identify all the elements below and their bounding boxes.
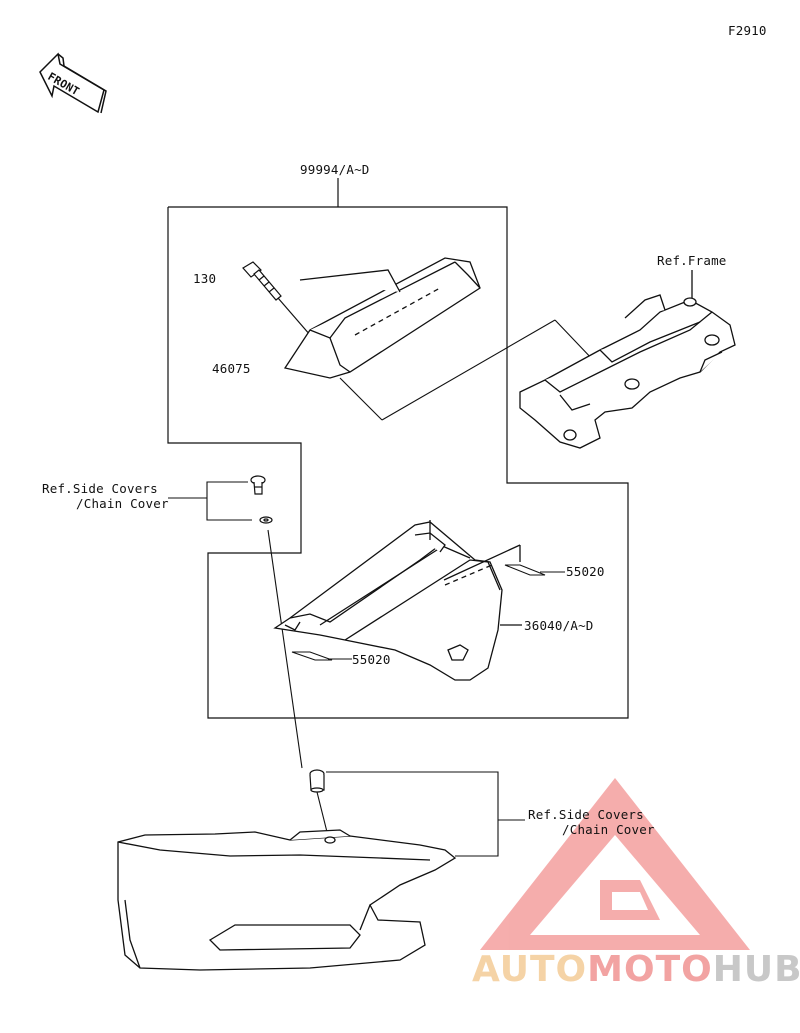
cover-to-frame-leader (339, 319, 596, 421)
label-bolt: 130 (193, 271, 217, 286)
ref-side-bracket-upper (168, 481, 303, 769)
side-cover-ref-icon (117, 829, 457, 971)
cover-46075-icon (283, 257, 481, 379)
sticker-lower-icon (291, 651, 352, 661)
label-ref-side-1-line1: Ref.Side Covers (42, 481, 158, 496)
guard-36040-icon (273, 520, 522, 681)
label-ref-side-2-line1: Ref.Side Covers (528, 807, 644, 822)
collar-lower-icon (309, 769, 325, 793)
label-guard: 36040/A~D (524, 618, 594, 633)
label-ref-side-2-line2: /Chain Cover (562, 822, 655, 837)
watermark-logo-icon (480, 778, 750, 950)
watermark-part-auto: AUTO (472, 949, 588, 990)
watermark-part-moto: MOTO (587, 949, 713, 990)
front-arrow-icon (39, 52, 107, 114)
frame-ref-icon (519, 270, 736, 449)
label-kit: 99994/A~D (300, 162, 370, 177)
label-ref-frame: Ref.Frame (657, 253, 727, 268)
label-cover: 46075 (212, 361, 251, 376)
watermark-part-hub: HUB (712, 949, 800, 990)
label-ref-side-1-line2: /Chain Cover (76, 496, 169, 511)
label-sticker-lower: 55020 (352, 652, 391, 667)
watermark-text: AUTOMOTOHUB (472, 950, 800, 990)
sticker-upper-icon (504, 564, 565, 576)
screw-upper-icon (250, 475, 273, 524)
figure-code: F2910 (728, 23, 767, 38)
label-sticker-upper: 55020 (566, 564, 605, 579)
kit-bracket-lines (167, 178, 629, 719)
